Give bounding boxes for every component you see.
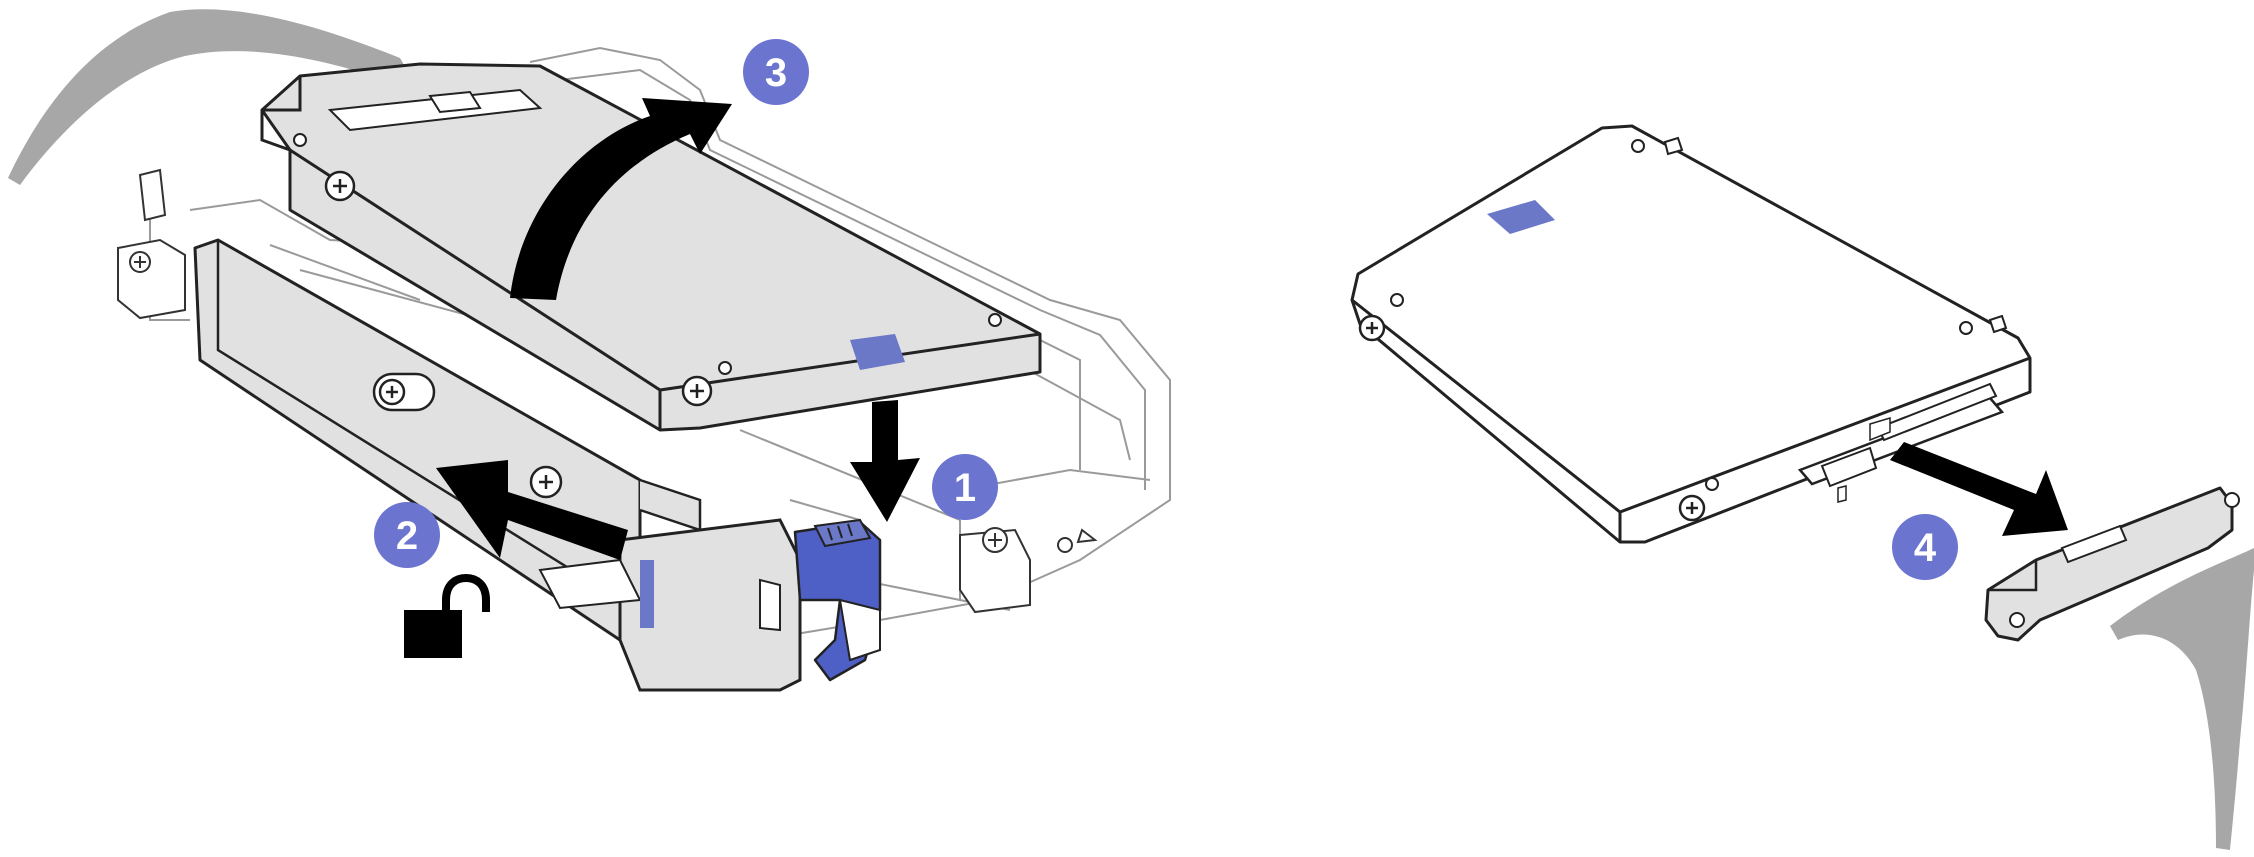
carrier-screw-2 bbox=[681, 375, 713, 407]
release-latch bbox=[793, 518, 882, 682]
carrier-screw-1 bbox=[324, 170, 356, 202]
cable-connector bbox=[1984, 486, 2240, 642]
arrow-press-latch bbox=[850, 400, 920, 522]
padlock-unlocked-icon bbox=[404, 573, 490, 658]
right-screw-post bbox=[959, 527, 1098, 614]
arrow-slide-bracket bbox=[436, 460, 628, 560]
step-badge-1: 1 bbox=[932, 454, 998, 520]
arrow-disconnect-cable bbox=[1890, 442, 2068, 536]
step-number-2: 2 bbox=[396, 514, 418, 558]
bracket-slot-screw bbox=[372, 372, 436, 412]
drive-screw-right bbox=[1678, 494, 1706, 522]
cable-right bbox=[2110, 548, 2254, 850]
step-badge-2: 2 bbox=[374, 502, 440, 568]
step-number-3: 3 bbox=[765, 51, 787, 95]
left-screw-post bbox=[117, 168, 186, 320]
carrier-blue-label bbox=[850, 334, 905, 370]
drive-bare bbox=[1350, 124, 2032, 544]
drive-screw-left bbox=[1358, 314, 1386, 342]
bracket-screw bbox=[529, 465, 563, 499]
step-badge-3: 3 bbox=[743, 39, 809, 105]
drive-blue-label bbox=[1487, 200, 1555, 234]
drive-carrier-top bbox=[260, 62, 1042, 432]
arrow-rotate-carrier bbox=[510, 98, 732, 300]
step-number-4: 4 bbox=[1914, 526, 1937, 570]
step-number-1: 1 bbox=[954, 466, 976, 510]
step-badge-4: 4 bbox=[1892, 514, 1958, 580]
cable-left bbox=[8, 9, 420, 186]
drive-tray-bracket bbox=[193, 238, 802, 692]
